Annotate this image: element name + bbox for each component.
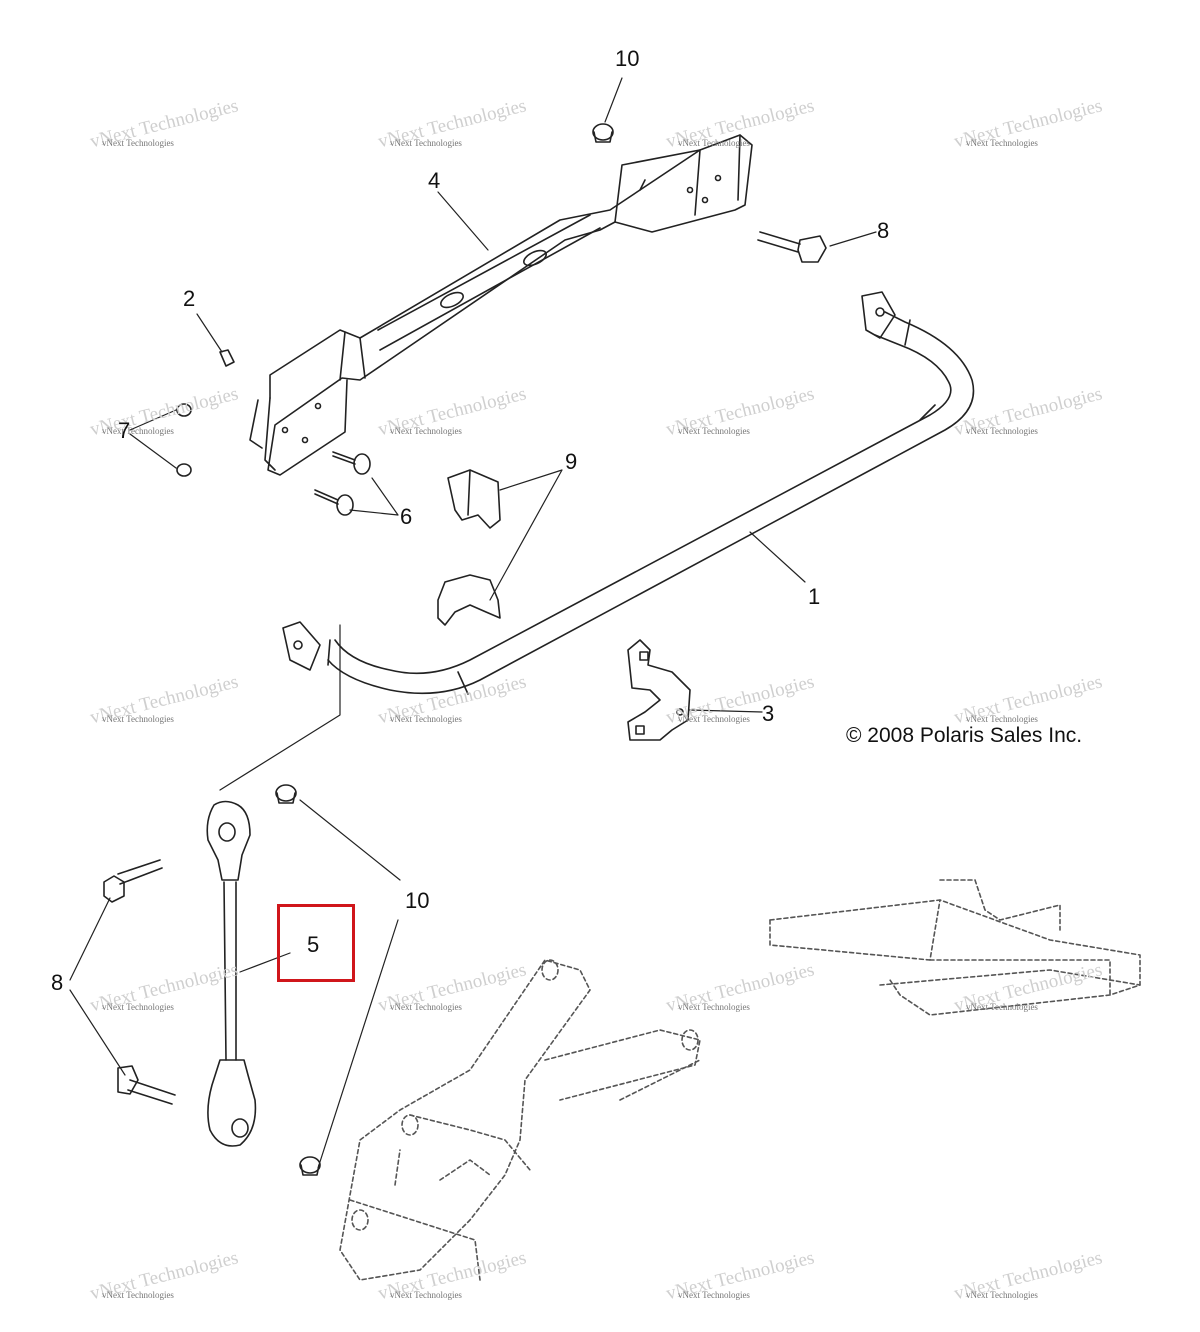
leader-lines [69,77,877,1169]
link-rod-part-5 [206,800,257,1147]
flange-nut-part-10-top [592,123,614,143]
grease-fitting-part-2 [219,349,235,367]
callout-1[interactable]: 1 [808,584,821,609]
callout-8-bottom[interactable]: 8 [51,970,64,995]
flange-nut-part-10-bottom [275,784,321,1176]
stabilizer-bar-part-1 [282,291,975,695]
bolt-part-6 [314,451,371,516]
callout-2[interactable]: 2 [183,286,196,311]
callout-4[interactable]: 4 [428,168,441,193]
reference-suspension-arms [339,879,1141,1281]
callout-8-top[interactable]: 8 [877,218,890,243]
callout-10-top[interactable]: 10 [615,46,640,71]
callout-10-bottom[interactable]: 10 [405,888,430,913]
callout-6[interactable]: 6 [400,504,413,529]
clamp-part-3 [627,639,691,741]
bushing-part-9 [437,469,501,626]
callout-7[interactable]: 7 [118,418,131,443]
callout-5[interactable]: 5 [307,932,320,957]
copyright-text: © 2008 Polaris Sales Inc. [846,724,1083,747]
callout-3[interactable]: 3 [762,701,775,726]
callout-9[interactable]: 9 [565,449,578,474]
bolt-part-8-bottom [103,859,176,1105]
highlight-box [277,904,355,982]
mount-bracket-part-4 [249,134,753,476]
bolt-part-8-top [757,231,827,263]
nut-part-7 [176,403,192,477]
